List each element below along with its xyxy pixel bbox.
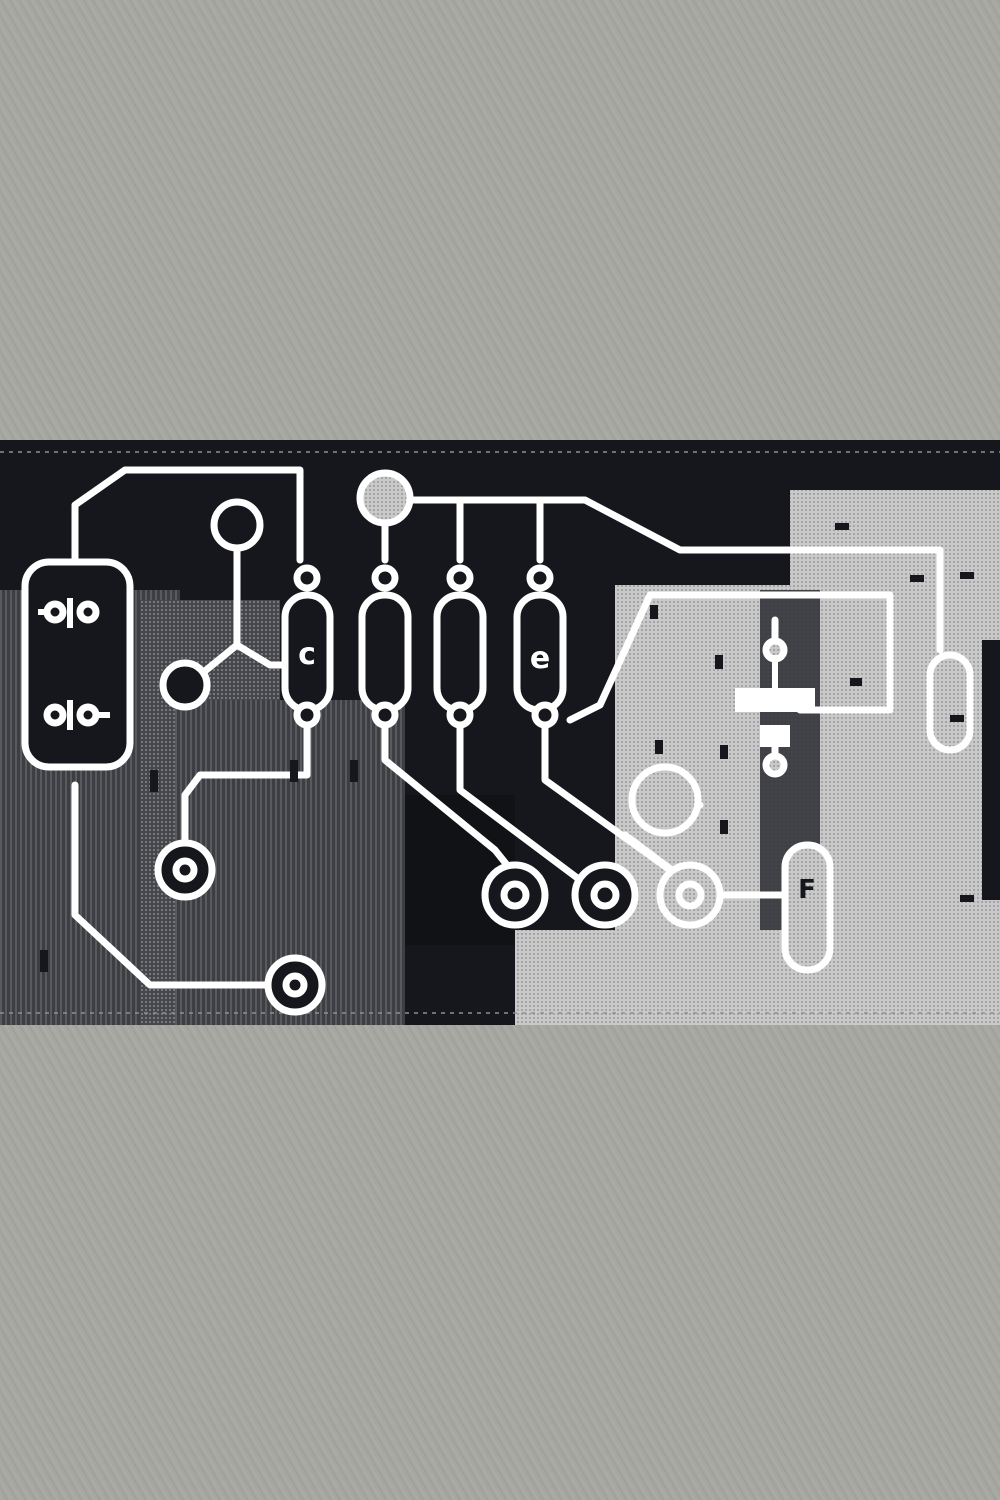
pad-top-left <box>210 498 264 552</box>
resistor-body-left <box>21 558 134 771</box>
circuit-patch <box>0 440 1000 1025</box>
marks <box>40 523 974 987</box>
label-c: c <box>298 637 316 672</box>
capsule-right <box>926 651 974 754</box>
component-labels: c e F <box>298 637 816 905</box>
pad-ring-center1-inner <box>500 880 530 910</box>
pad-top-center <box>356 469 414 527</box>
label-f: F <box>798 875 816 905</box>
resistor-icon <box>21 558 134 771</box>
pad-ring-bottom-inner <box>282 972 308 998</box>
solder-pad-icon <box>154 469 788 1016</box>
transistor-icon <box>735 655 815 747</box>
pad-ring-left-inner <box>172 857 198 883</box>
pad-ring-center2-inner <box>590 880 620 910</box>
pad-ring-center3-inner <box>675 880 705 910</box>
capsule-3 <box>433 591 487 714</box>
pad-small-right-bottom <box>762 752 788 778</box>
dark-strip-right <box>982 640 1000 900</box>
pad-large-right <box>628 763 702 837</box>
capsule-f <box>781 841 834 974</box>
pad-mid-left <box>159 659 211 711</box>
capsule-2 <box>358 591 412 714</box>
capacitor-icon <box>281 564 974 974</box>
label-e: e <box>530 641 550 676</box>
